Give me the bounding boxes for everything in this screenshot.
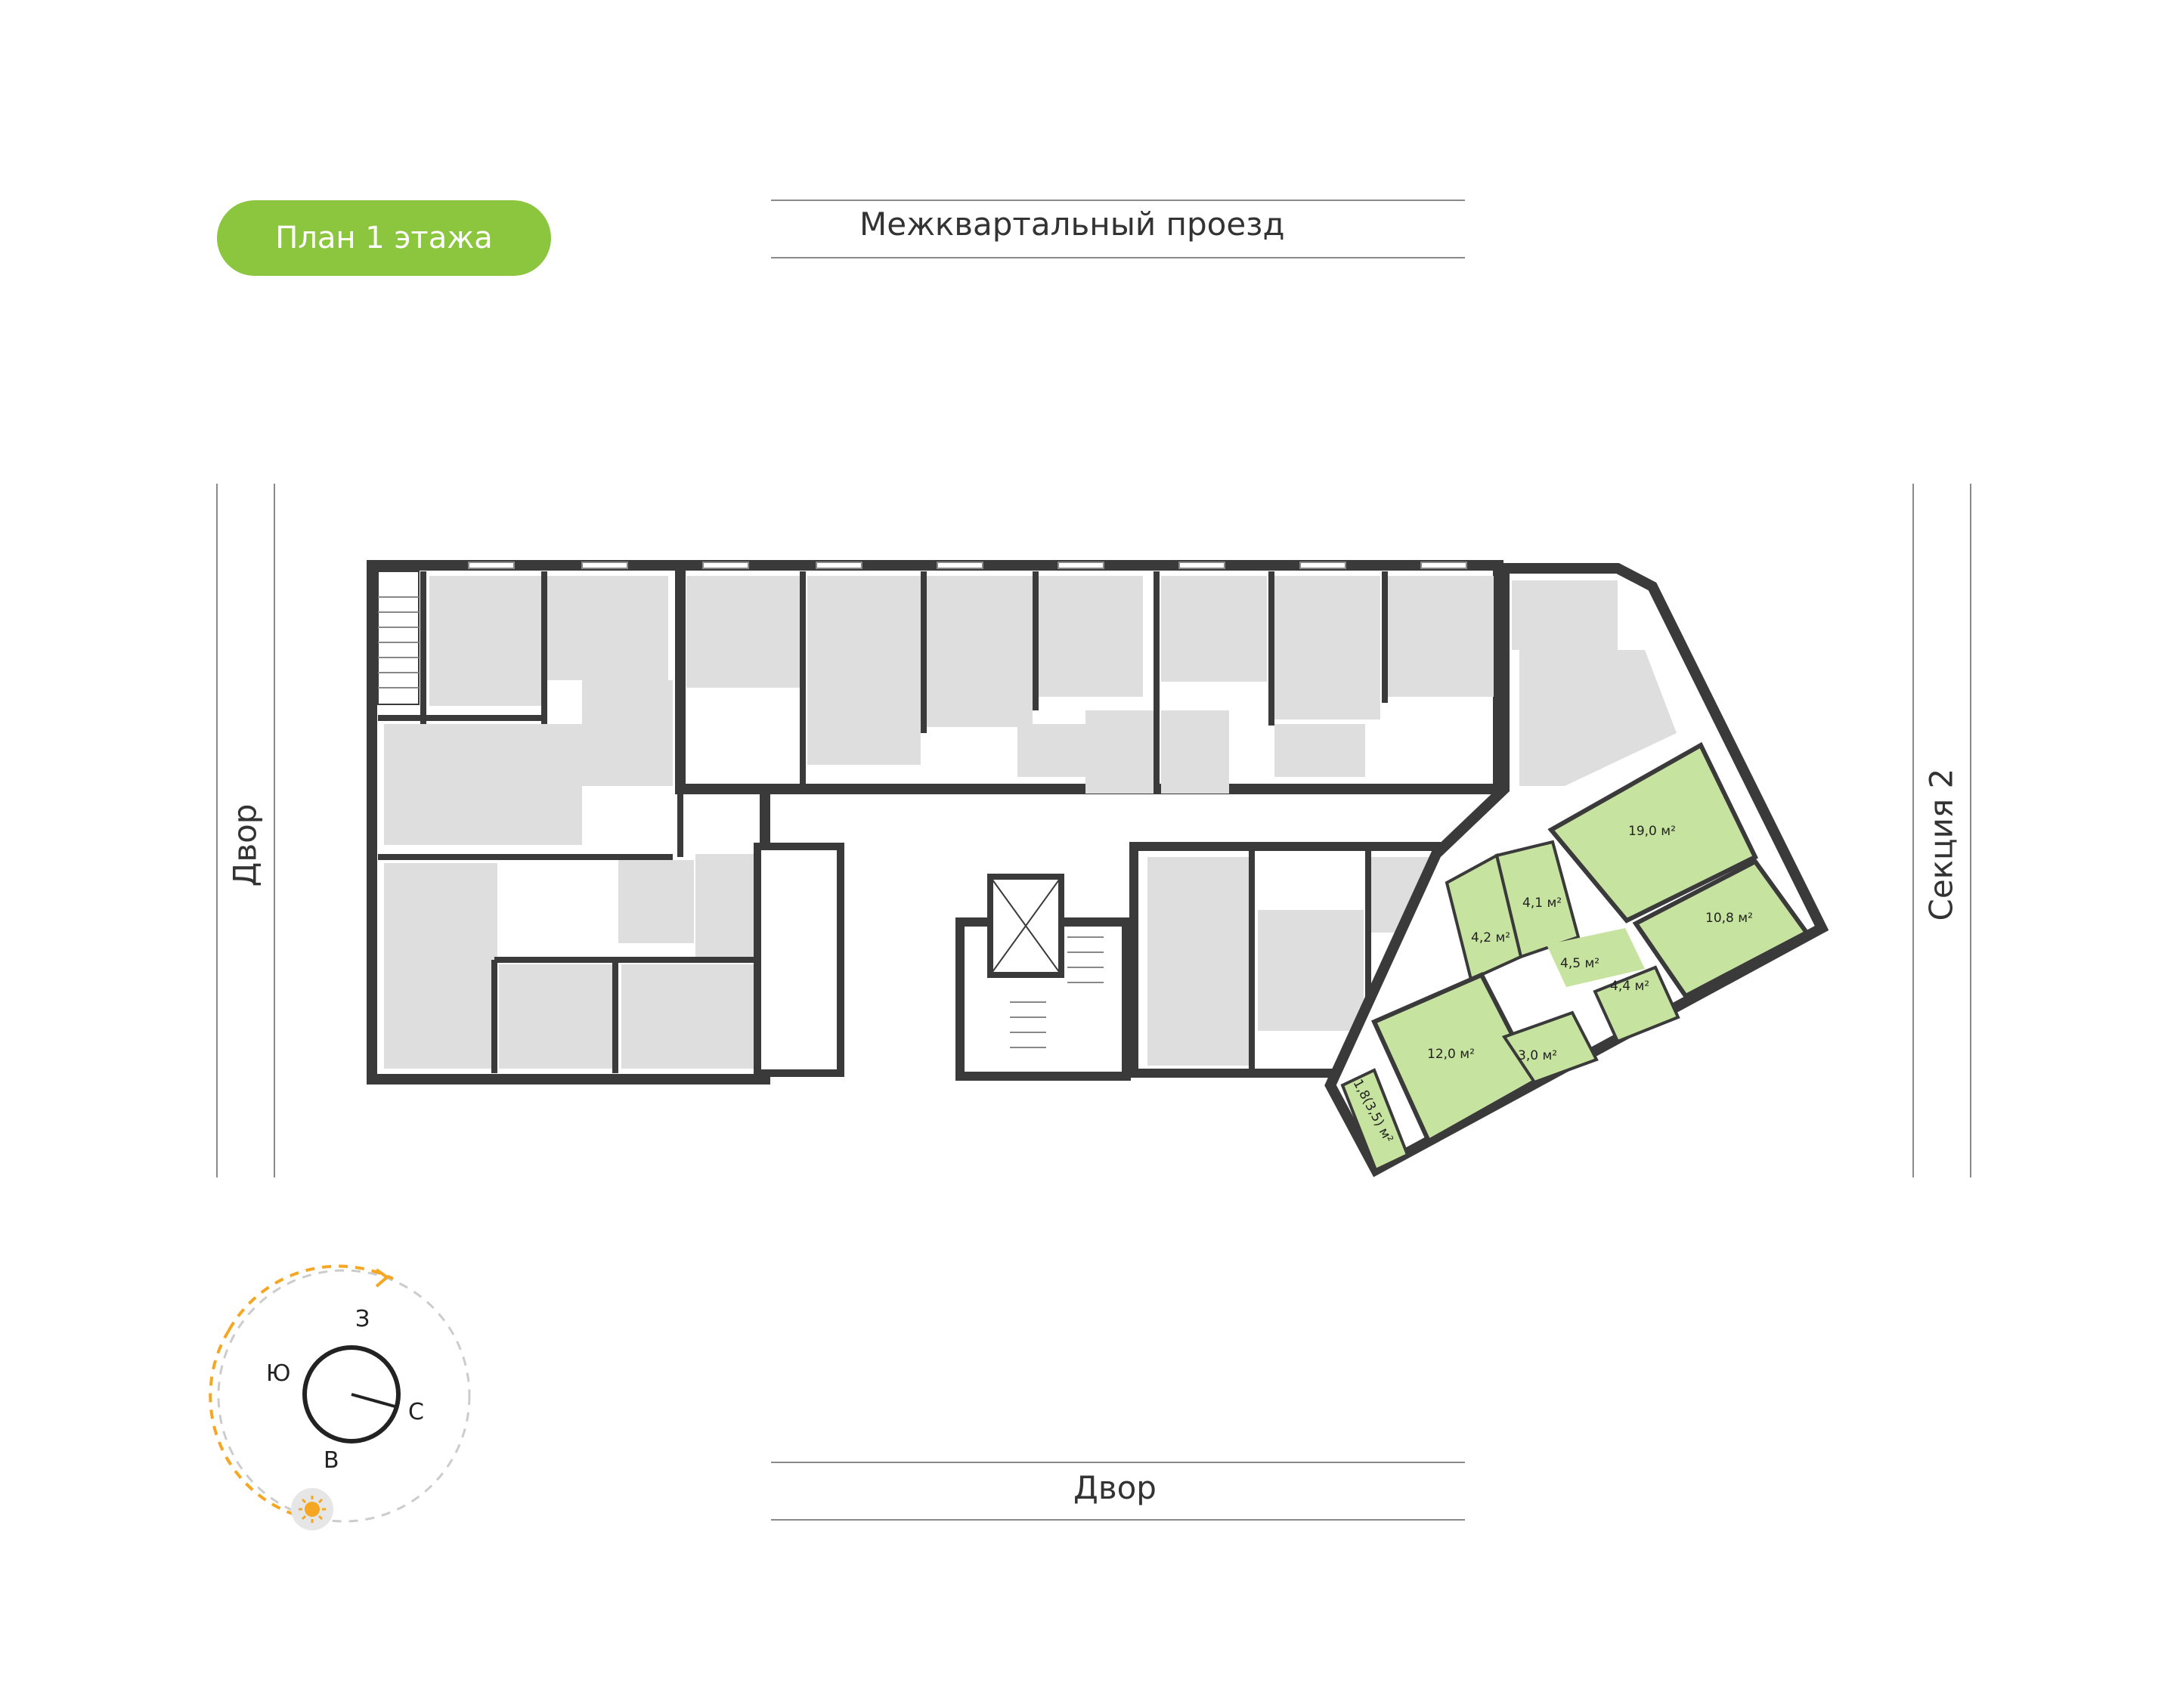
room-19-area: 19,0 м² bbox=[1628, 824, 1676, 839]
compass-east: В bbox=[324, 1447, 339, 1474]
top-street-line-lower bbox=[771, 257, 1465, 258]
room-10-area: 10,8 м² bbox=[1705, 911, 1753, 926]
bottom-street-line-lower bbox=[771, 1519, 1465, 1521]
bottom-street-label: Двор bbox=[1073, 1469, 1157, 1506]
top-street-label: Межквартальный проезд bbox=[859, 206, 1285, 243]
room-4-1-area: 4,1 м² bbox=[1522, 896, 1562, 911]
room-12-area: 12,0 м² bbox=[1427, 1047, 1475, 1062]
room-4-5-area: 4,5 м² bbox=[1560, 956, 1599, 971]
room-4-4-area: 4,4 м² bbox=[1610, 979, 1649, 994]
compass-west: З bbox=[355, 1306, 370, 1332]
right-wing bbox=[1324, 563, 1829, 1177]
left-line-inner bbox=[274, 484, 275, 1177]
floor-plan-badge: План 1 этажа bbox=[217, 200, 551, 276]
room-4-2-area: 4,2 м² bbox=[1471, 930, 1510, 945]
highlighted-apartment[interactable] bbox=[1340, 741, 1810, 1172]
sun-icon bbox=[291, 1488, 333, 1530]
central-upper-block bbox=[468, 560, 1503, 794]
left-wing bbox=[367, 560, 770, 1085]
right-line-inner bbox=[1912, 484, 1914, 1177]
bottom-street-line-upper bbox=[771, 1462, 1465, 1463]
room-3-area: 3,0 м² bbox=[1518, 1048, 1557, 1063]
compass-north: С bbox=[408, 1399, 424, 1425]
compass: З Ю С В bbox=[209, 1264, 471, 1530]
right-line-outer bbox=[1970, 484, 1971, 1177]
central-lower-block bbox=[754, 843, 1131, 1081]
left-line-outer bbox=[216, 484, 218, 1177]
top-street-line-upper bbox=[771, 200, 1465, 201]
compass-south: Ю bbox=[266, 1360, 290, 1387]
